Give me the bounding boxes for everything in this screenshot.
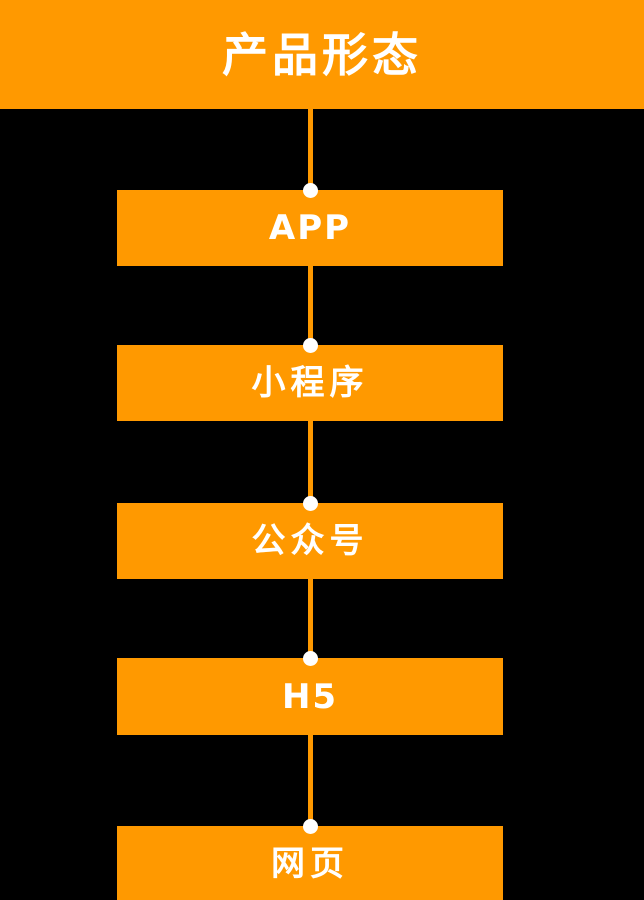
node-box-miniprogram[interactable]: 小程序: [117, 345, 503, 421]
connector-h5-to-webpage: [308, 735, 313, 826]
node-label-miniprogram: 小程序: [251, 363, 369, 403]
header-banner: 产品形态: [0, 0, 644, 109]
node-label-h5: H5: [281, 676, 339, 717]
page-title: 产品形态: [222, 27, 422, 82]
connector-miniprogram-to-officialaccount: [308, 421, 313, 503]
junction-dot-officialaccount: [303, 496, 318, 511]
node-box-h5[interactable]: H5: [117, 658, 503, 735]
connector-app-to-miniprogram: [308, 266, 313, 345]
junction-dot-webpage: [303, 819, 318, 834]
junction-dot-app: [303, 183, 318, 198]
node-box-officialaccount[interactable]: 公众号: [117, 503, 503, 579]
node-box-app[interactable]: APP: [117, 190, 503, 266]
node-label-officialaccount: 公众号: [251, 521, 369, 561]
connector-officialaccount-to-h5: [308, 579, 313, 658]
node-label-app: APP: [268, 208, 352, 248]
connector-header-to-app: [308, 109, 313, 190]
node-box-webpage[interactable]: 网页: [117, 826, 503, 900]
node-label-webpage: 网页: [271, 844, 349, 884]
junction-dot-h5: [303, 651, 318, 666]
junction-dot-miniprogram: [303, 338, 318, 353]
